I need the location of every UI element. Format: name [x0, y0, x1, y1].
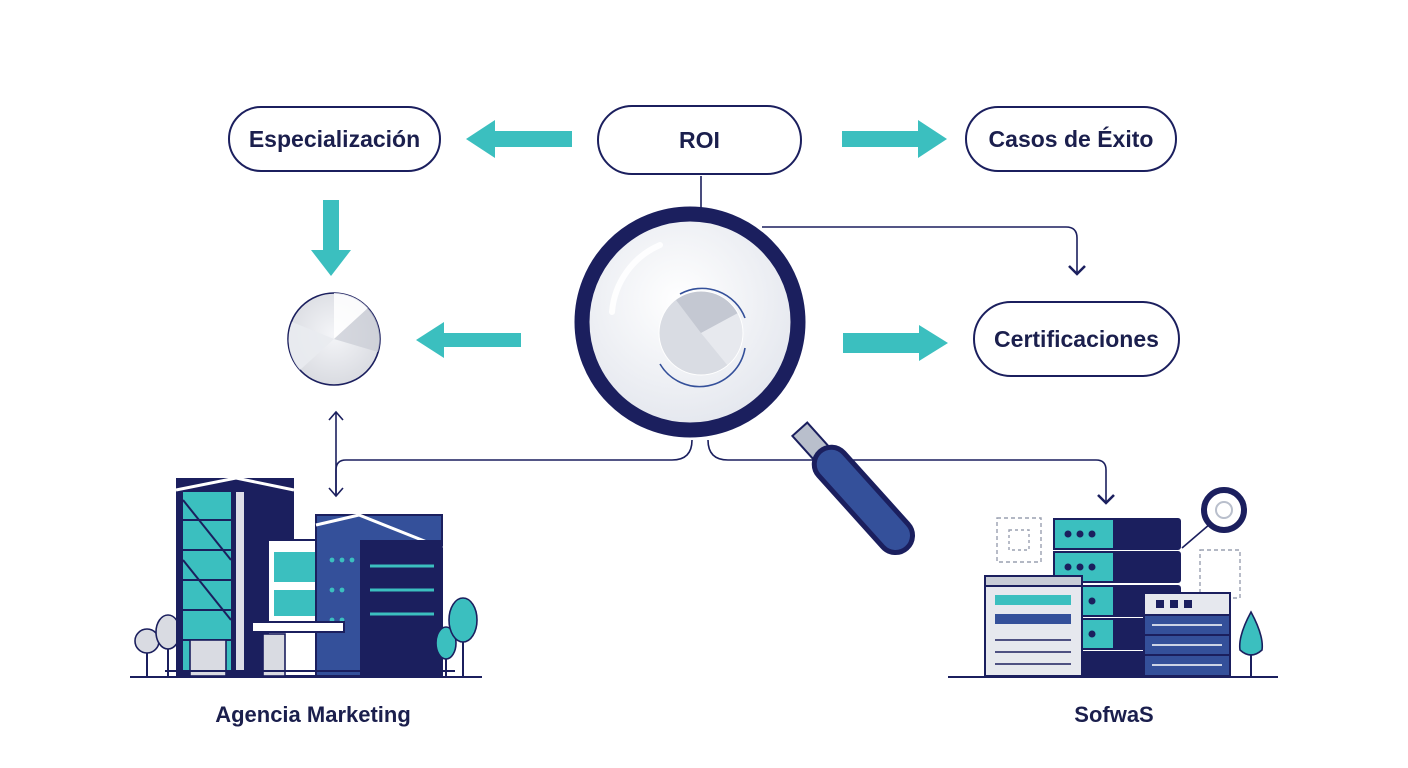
caption-sofwas: SofwaS: [1074, 702, 1153, 727]
pie-chart-icon: [287, 292, 381, 386]
connector-lens-to-agencia: [335, 439, 693, 494]
server-stack-icon: [948, 487, 1278, 678]
node-roi: ROI: [597, 105, 802, 175]
magnifying-glass-icon: [574, 206, 916, 556]
arrow-roi-to-casos-exito: [842, 120, 947, 158]
office-building-icon: [130, 476, 482, 678]
arrow-roi-to-especializacion: [466, 120, 572, 158]
caption-agencia-marketing: Agencia Marketing: [215, 702, 411, 727]
connector-lens-to-certificaciones: [762, 226, 1086, 276]
connector-pie-agencia-head-up: [328, 410, 344, 421]
node-roi-label: ROI: [679, 127, 720, 153]
arrow-lens-to-certificaciones: [843, 325, 948, 361]
node-certificaciones-label: Certificaciones: [994, 326, 1159, 352]
connector-pie-agencia-head-down: [328, 487, 344, 498]
node-especializacion-label: Especialización: [249, 126, 420, 152]
node-casos-exito-label: Casos de Éxito: [989, 125, 1154, 152]
node-especializacion: Especialización: [228, 106, 441, 172]
tree-icon: [435, 597, 478, 676]
node-casos-exito: Casos de Éxito: [965, 106, 1177, 172]
ring-icon: [1181, 487, 1247, 549]
tree-icon: [134, 614, 181, 676]
tree-icon: [1238, 610, 1264, 676]
arrow-lens-to-pie: [416, 322, 521, 358]
node-certificaciones: Certificaciones: [973, 301, 1180, 377]
connector-lens-to-sofwas: [707, 439, 1115, 505]
arrow-especializacion-down: [311, 200, 351, 276]
